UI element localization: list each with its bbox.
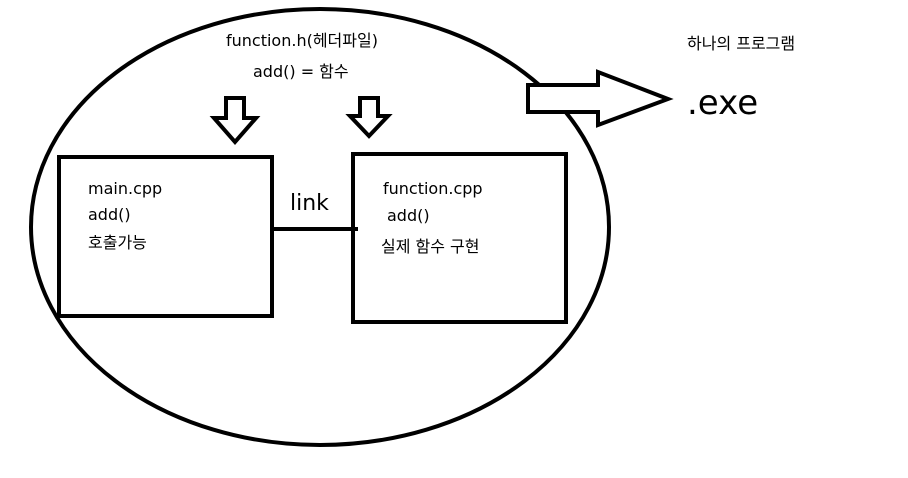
main-cpp-filename: main.cpp	[88, 179, 163, 198]
link-label: link	[290, 191, 329, 216]
function-cpp-note: 실제 함수 구현	[381, 237, 480, 256]
main-cpp-note: 호출가능	[88, 233, 147, 252]
main-cpp-call: add()	[88, 205, 131, 224]
exe-label: .exe	[687, 83, 759, 123]
function-cpp-filename: function.cpp	[383, 179, 483, 198]
down-arrow-left	[209, 96, 261, 146]
program-caption: 하나의 프로그램	[687, 34, 796, 53]
function-cpp-box	[351, 152, 568, 324]
header-file-label: function.h(헤더파일)	[226, 31, 378, 50]
output-arrow	[526, 69, 674, 128]
down-arrow-right	[345, 96, 393, 139]
function-cpp-add: add()	[387, 206, 430, 225]
main-cpp-box	[57, 155, 274, 318]
program-ellipse	[29, 7, 611, 447]
function-definition-label: add() = 함수	[253, 62, 349, 81]
